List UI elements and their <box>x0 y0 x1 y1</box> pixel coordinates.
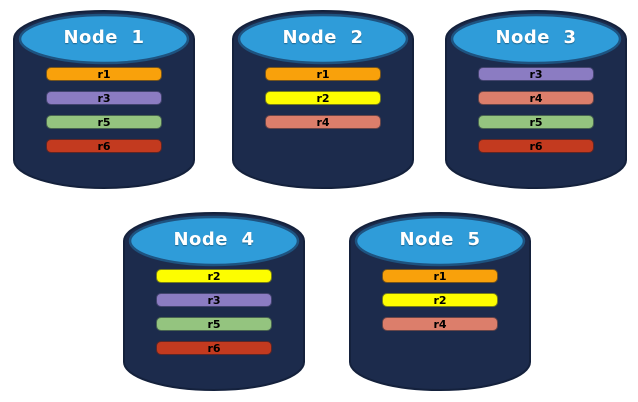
node-4-cylinder: Node 4 r2 r3 r5 r6 <box>122 211 306 393</box>
cylinder-top <box>18 13 190 65</box>
replica-bar: r1 <box>382 269 498 283</box>
cylinder-top <box>237 13 409 65</box>
replica-bar: r5 <box>156 317 272 331</box>
node-title: Node 1 <box>63 26 145 48</box>
cylinder-top <box>128 215 300 267</box>
replica-bar-list: r1 r3 r5 r6 <box>46 67 162 163</box>
node-3-cylinder: Node 3 r3 r4 r5 r6 <box>444 9 628 191</box>
replica-bar: r1 <box>46 67 162 81</box>
replica-bar: r1 <box>265 67 381 81</box>
replica-bar: r3 <box>156 293 272 307</box>
replica-bar-list: r1 r2 r4 <box>265 67 381 139</box>
replica-bar-list: r2 r3 r5 r6 <box>156 269 272 365</box>
replica-bar: r3 <box>478 67 594 81</box>
replica-bar: r4 <box>478 91 594 105</box>
node-title: Node 3 <box>495 26 577 48</box>
replica-bar: r5 <box>478 115 594 129</box>
node-title: Node 4 <box>173 228 255 250</box>
replica-bar: r6 <box>156 341 272 355</box>
replica-bar: r2 <box>156 269 272 283</box>
cylinder-top <box>354 215 526 267</box>
replica-bar: r4 <box>265 115 381 129</box>
node-5-cylinder: Node 5 r1 r2 r4 <box>348 211 532 393</box>
cylinder-top <box>450 13 622 65</box>
replica-bar: r2 <box>382 293 498 307</box>
replica-bar: r6 <box>478 139 594 153</box>
replica-bar: r3 <box>46 91 162 105</box>
replica-bar-list: r3 r4 r5 r6 <box>478 67 594 163</box>
replica-bar: r2 <box>265 91 381 105</box>
replica-bar: r5 <box>46 115 162 129</box>
replica-bar-list: r1 r2 r4 <box>382 269 498 341</box>
node-title: Node 2 <box>282 26 364 48</box>
node-1-cylinder: Node 1 r1 r3 r5 r6 <box>12 9 196 191</box>
replica-bar: r6 <box>46 139 162 153</box>
node-title: Node 5 <box>399 228 481 250</box>
replica-bar: r4 <box>382 317 498 331</box>
node-2-cylinder: Node 2 r1 r2 r4 <box>231 9 415 191</box>
